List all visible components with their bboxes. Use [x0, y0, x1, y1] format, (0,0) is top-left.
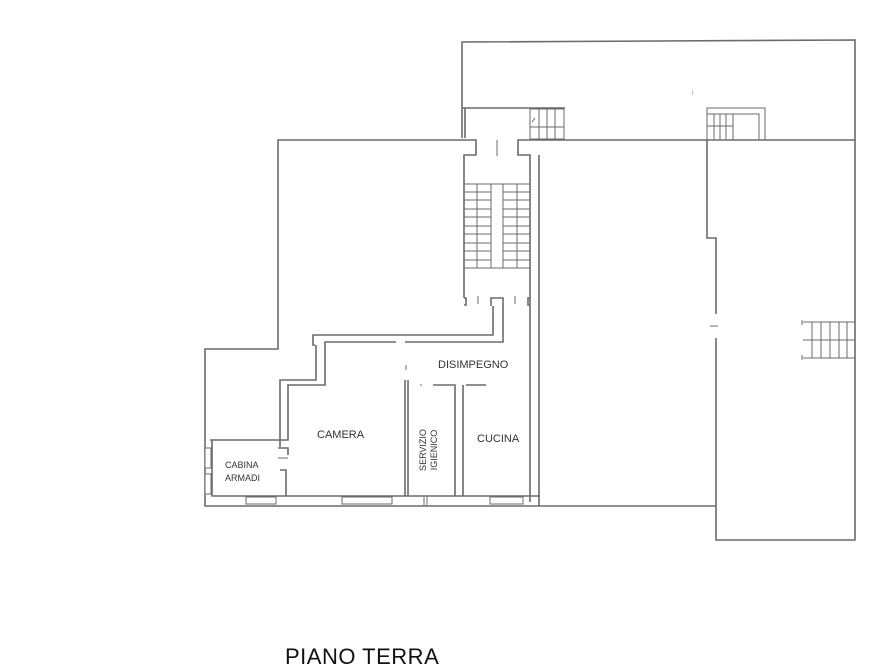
left-upper-walls: [204, 139, 540, 507]
upper-block-walls: [461, 39, 856, 141]
room-label-cucina: CUCINA: [477, 433, 520, 445]
stair-top-middle: [706, 107, 766, 141]
windows: [204, 447, 524, 506]
servizio-line2: IGIENICO: [429, 429, 439, 471]
room-label-camera: CAMERA: [317, 429, 365, 441]
stair-right: [801, 320, 855, 360]
central-stairwell: [462, 139, 540, 506]
stair-treads: [464, 191, 530, 261]
floor-title: PIANO TERRA: [285, 644, 440, 669]
stair-top-left: [529, 108, 565, 140]
cabina-line1: CABINA: [225, 460, 259, 470]
room-label-cabina-armadi: CABINA ARMADI: [225, 459, 260, 485]
room-label-servizio-igienico: SERVIZIO IGIENICO: [418, 425, 442, 475]
room-label-disimpegno: DISIMPEGNO: [438, 359, 509, 371]
small-mark: i: [692, 90, 694, 97]
servizio-line1: SERVIZIO: [418, 429, 428, 471]
cabina-line2: ARMADI: [225, 473, 261, 483]
apartment-walls: [210, 306, 540, 497]
